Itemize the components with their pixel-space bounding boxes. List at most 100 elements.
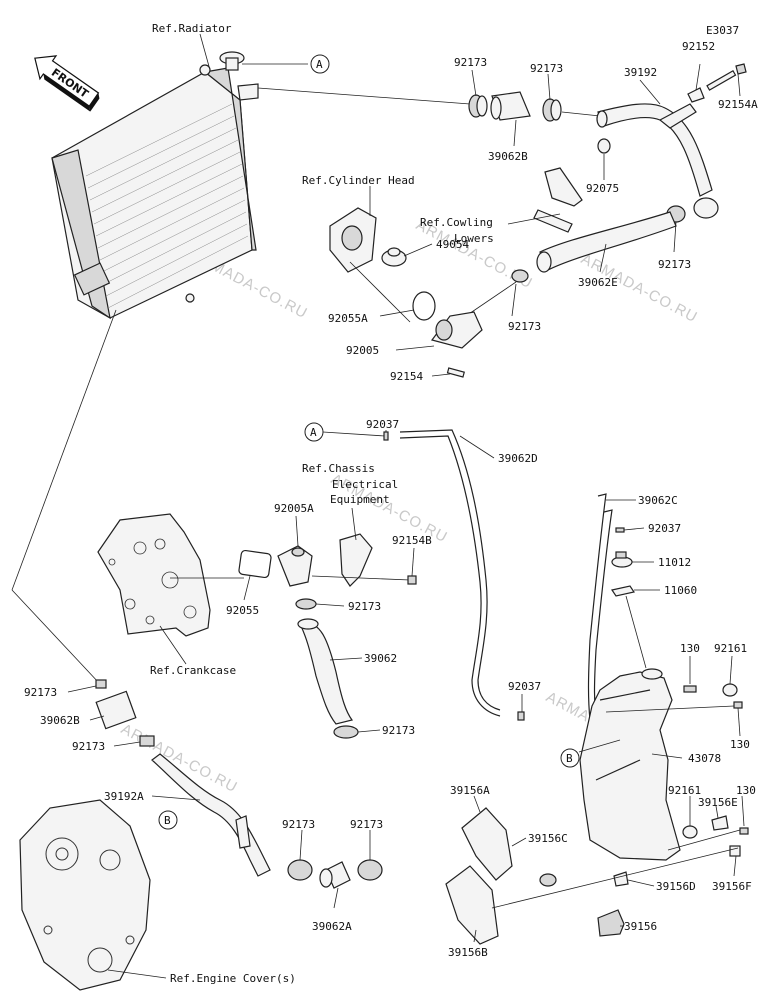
part-label: 92154A: [718, 98, 758, 111]
hose-clamp-92173: [295, 598, 317, 610]
callout-b-tank: [560, 748, 580, 768]
part-label: 39062A: [312, 920, 352, 933]
bolt-130: [739, 827, 749, 835]
diagram-code: E3037: [706, 24, 739, 37]
ref-radiator: Ref.Radiator: [152, 22, 232, 35]
callout-b: B: [566, 752, 573, 765]
grommet-92161: [722, 683, 738, 697]
ref-engine-cover: Ref.Engine Cover(s): [170, 972, 296, 985]
damper-39156d: [613, 871, 629, 887]
callout-a-top: [310, 54, 330, 74]
part-label: 39156B: [448, 946, 488, 959]
bracket-39156a: [461, 807, 513, 881]
ref-chassis-electrical-equipment: Equipment: [330, 493, 390, 506]
hose-39062d: [399, 429, 501, 717]
part-label: 92173: [282, 818, 315, 831]
part-label: 39062D: [498, 452, 538, 465]
part-label: 92173: [454, 56, 487, 69]
part-label: 92173: [530, 62, 563, 75]
hose-clamp-92173: [357, 859, 383, 881]
crankcase: [97, 513, 211, 637]
part-label: 39062E: [578, 276, 618, 289]
part-label: 92055A: [328, 312, 368, 325]
part-label: 92173: [658, 258, 691, 271]
collar-39156e: [711, 815, 729, 831]
hose-clamp-92173: [468, 94, 488, 118]
part-label: 39156C: [528, 832, 568, 845]
clip-92037: [383, 431, 389, 441]
hose-clamp-92173: [95, 679, 107, 689]
hose-39062a: [319, 861, 351, 889]
part-label: 92005: [346, 344, 379, 357]
part-label: 92154B: [392, 534, 432, 547]
callout-a: A: [310, 426, 317, 439]
ref-cylinder-head: Ref.Cylinder Head: [302, 174, 415, 187]
ref-chassis-electrical-equipment: Electrical: [332, 478, 398, 491]
part-label: 92173: [24, 686, 57, 699]
o-ring-92055a: [412, 291, 436, 321]
ref-chassis-electrical-equipment: Ref.Chassis: [302, 462, 375, 475]
gasket-92055: [238, 549, 272, 579]
hose-clamp-92173: [139, 735, 155, 747]
part-label: 92173: [350, 818, 383, 831]
ref-crankcase: Ref.Crankcase: [150, 664, 236, 677]
radiator: [51, 51, 259, 320]
part-label: 92173: [348, 600, 381, 613]
grommet-92075: [597, 138, 611, 154]
part-label: 92161: [714, 642, 747, 655]
part-label: 92161: [668, 784, 701, 797]
part-label: 39156F: [712, 880, 752, 893]
hose-39062: [297, 618, 354, 725]
part-label: 130: [730, 738, 750, 751]
clip-92037-lower: [517, 711, 525, 721]
cap-92005: [430, 311, 483, 349]
part-label: 92037: [508, 680, 541, 693]
part-label: 92075: [586, 182, 619, 195]
part-label: 39062B: [488, 150, 528, 163]
part-label: 130: [736, 784, 756, 797]
part-label: 39156D: [656, 880, 696, 893]
part-label: 39192A: [104, 790, 144, 803]
part-label: 92173: [508, 320, 541, 333]
cap-11012: [611, 551, 633, 568]
part-label: 92005A: [274, 502, 314, 515]
clip-92037-tank: [615, 527, 625, 533]
hose-clamp-92173: [287, 859, 313, 881]
damper-39156c: [539, 873, 557, 887]
hose-clamp-92173: [333, 725, 359, 739]
part-label: 92037: [366, 418, 399, 431]
part-label: 39156: [624, 920, 657, 933]
part-label: 43078: [688, 752, 721, 765]
part-label: 11012: [658, 556, 691, 569]
part-label: 39156E: [698, 796, 738, 809]
callout-a: A: [316, 58, 323, 71]
hose-39062b-upper: [490, 91, 531, 121]
part-label: 39156A: [450, 784, 490, 797]
leader-lines: [67, 33, 745, 979]
hose-clamp-92173: [542, 98, 562, 122]
part-label: 11060: [664, 584, 697, 597]
part-label: 92173: [72, 740, 105, 753]
bracket-cowling-lowers: [533, 167, 583, 233]
part-label: 39192: [624, 66, 657, 79]
part-label: 39062B: [40, 714, 80, 727]
part-label: 39062: [364, 652, 397, 665]
bolt-130: [733, 701, 743, 709]
front-arrow-icon: FRONT: [34, 55, 100, 112]
callout-b: B: [164, 814, 171, 827]
part-label: 92037: [648, 522, 681, 535]
ref-cowling-lowers: Lowers: [454, 232, 494, 245]
grommet-92161: [682, 825, 698, 839]
bolt-92154a: [706, 63, 747, 91]
pad-39156: [597, 909, 625, 937]
part-label: 39062C: [638, 494, 678, 507]
part-label: 49054: [436, 238, 469, 251]
ref-cowling-lowers: Ref.Cowling: [420, 216, 493, 229]
clip-39156f: [729, 845, 741, 857]
fitting-92005a: [277, 545, 313, 587]
bolt-92154: [446, 367, 465, 378]
part-label: 92055: [226, 604, 259, 617]
part-label: 92152: [682, 40, 715, 53]
gasket-11060: [611, 585, 635, 597]
reserve-tank-43078: [579, 668, 681, 861]
